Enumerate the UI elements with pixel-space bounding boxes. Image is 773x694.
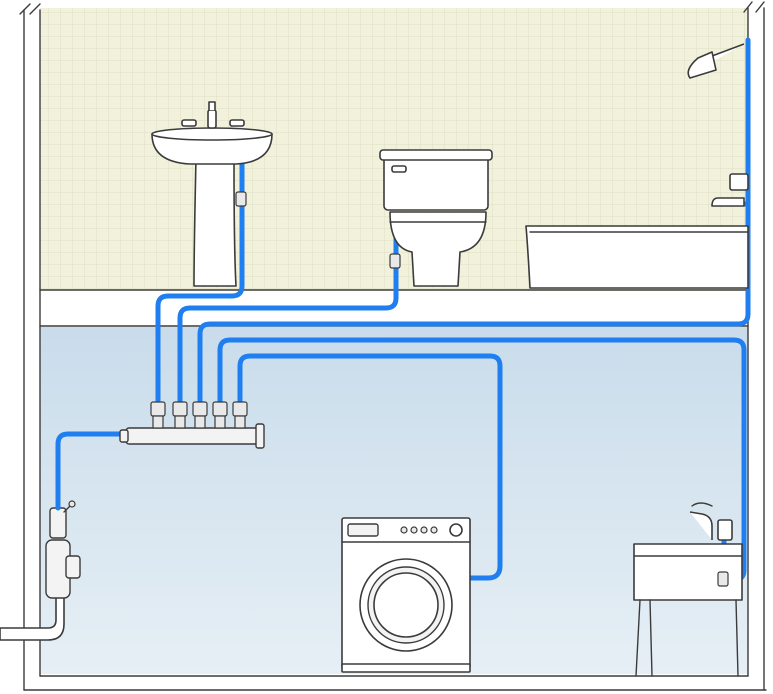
manifold-icon[interactable] — [119, 401, 265, 449]
manifold-port — [150, 401, 166, 429]
valve-icon[interactable] — [45, 500, 81, 599]
bathtub-icon[interactable] — [525, 225, 749, 289]
manifold-port — [172, 401, 188, 429]
tub-faucet-icon[interactable] — [711, 173, 749, 207]
toilet-icon[interactable] — [379, 149, 493, 287]
manifold-port — [232, 401, 248, 429]
shower-icon[interactable] — [687, 43, 745, 79]
washer-icon[interactable] — [341, 517, 471, 673]
manifold-port — [192, 401, 208, 429]
utility-sink-icon[interactable] — [633, 502, 743, 677]
sink-icon[interactable] — [151, 101, 273, 287]
manifold-port — [212, 401, 228, 429]
